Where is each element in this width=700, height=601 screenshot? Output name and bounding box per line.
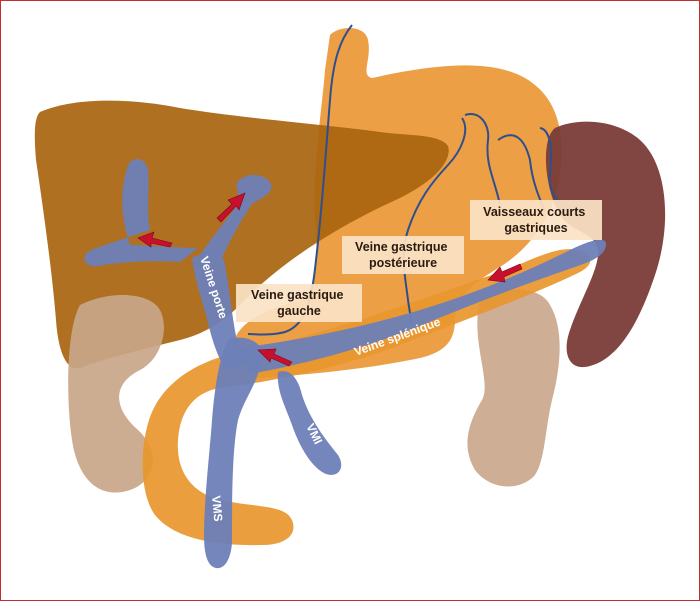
svg-text:Vaisseaux courts gastrique: Vaisseaux courts gastriques (483, 205, 589, 235)
splenic-vein (240, 239, 606, 374)
inferior-mesenteric-vein (277, 371, 342, 475)
portal-venous-system (84, 158, 606, 569)
right-kidney (68, 294, 164, 493)
flow-arrow-splenic (487, 263, 523, 283)
superior-mesenteric-vein (204, 337, 262, 569)
left-gastric-vein-thin (247, 24, 353, 336)
label-veine-gastrique-posterieure-2: postérieure (369, 256, 437, 270)
flow-arrow-right-branch (216, 192, 246, 223)
intrahepatic-branch-left (84, 158, 198, 267)
label-vaisseaux-courts-1: Vaisseaux courts (483, 205, 585, 219)
short-gastric-vessel-2 (497, 134, 546, 213)
left-kidney (467, 289, 560, 487)
label-vms: VMS (209, 495, 225, 522)
posterior-gastric-vein-thin (402, 117, 467, 326)
flow-arrows (137, 192, 523, 367)
label-veine-gastrique-posterieure-1: Veine gastrique (355, 240, 447, 254)
flow-arrow-confluence (257, 348, 293, 367)
label-box-left-gastric (236, 284, 362, 322)
svg-text:Veine gastrique postérieur: Veine gastrique postérieure (355, 240, 451, 270)
label-veine-gastrique-gauche-1: Veine gastrique (251, 288, 343, 302)
intrahepatic-branch-right (200, 174, 272, 258)
svg-text:Veine gastrique gauche: Veine gastrique gauche (251, 288, 347, 318)
label-box-posterior-gastric (342, 236, 464, 274)
flow-arrow-left-branch (137, 231, 173, 248)
short-gastric-vessel-1 (464, 113, 501, 206)
pancreas (142, 249, 591, 546)
label-vaisseaux-courts-2: gastriques (504, 221, 567, 235)
label-veine-gastrique-gauche-2: gauche (277, 304, 321, 318)
label-box-short-gastric (470, 200, 602, 240)
